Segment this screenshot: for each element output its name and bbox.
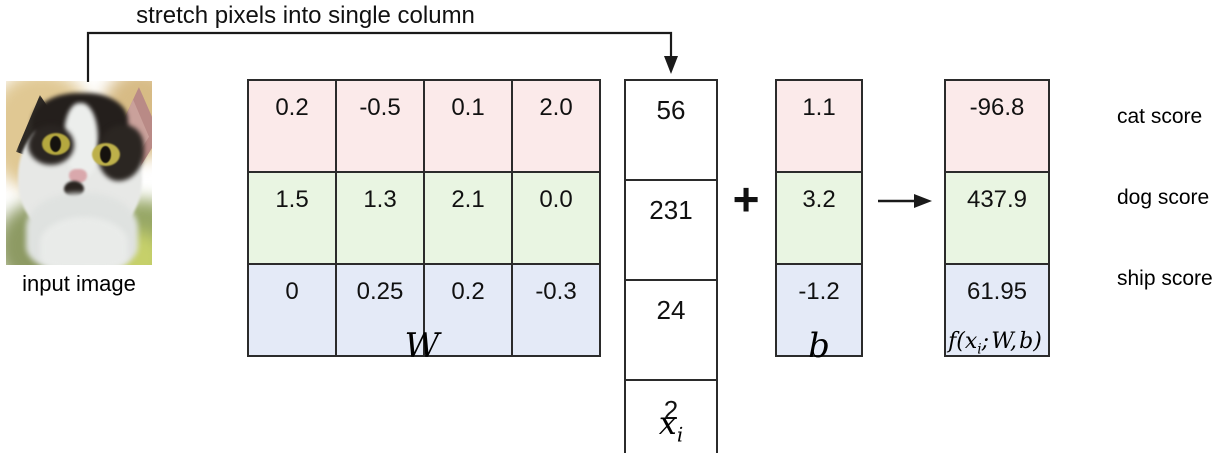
w-cell: 0 — [247, 263, 337, 357]
w-cell: 2.1 — [423, 171, 513, 265]
w-cell: 1.3 — [335, 171, 425, 265]
score-label-cat: cat score — [1117, 105, 1203, 128]
table-row: 3.2 — [775, 171, 863, 265]
f-symbol: f(xi; W, b) — [948, 329, 1042, 358]
table-row: 1.1 — [775, 79, 863, 173]
table-row: 0 0.25 0.2 -0.3 — [247, 263, 601, 357]
w-cell: -0.5 — [335, 79, 425, 173]
w-cell: 0.0 — [511, 171, 601, 265]
input-image-label: input image — [22, 271, 136, 296]
score-cell-ship: 61.95 — [944, 263, 1050, 357]
w-cell: 0.2 — [247, 79, 337, 173]
x-symbol: xi — [658, 404, 684, 447]
input-vector-label: xi — [624, 404, 718, 453]
w-symbol: W — [404, 326, 440, 366]
score-function-label: f(xi; W, b) — [930, 328, 1060, 363]
input-image — [6, 81, 152, 265]
score-cell-cat: -96.8 — [944, 79, 1050, 173]
w-cell: 0.1 — [423, 79, 513, 173]
diagram-title: stretch pixels into single column — [136, 2, 475, 29]
table-row: 24 — [624, 279, 718, 381]
bias-vector: 1.1 3.2 -1.2 — [775, 79, 863, 357]
table-row: 56 — [624, 79, 718, 181]
x-cell: 2 — [624, 379, 718, 453]
b-cell: 1.1 — [775, 79, 863, 173]
table-row: 231 — [624, 179, 718, 281]
scores-vector: -96.8 437.9 61.95 — [944, 79, 1050, 357]
table-row: 1.5 1.3 2.1 0.0 — [247, 171, 601, 265]
b-symbol: b — [808, 326, 830, 366]
x-cell: 56 — [624, 79, 718, 181]
w-cell: 0.2 — [423, 263, 513, 357]
score-label-dog: dog score — [1117, 186, 1210, 209]
score-cell-dog: 437.9 — [944, 171, 1050, 265]
b-cell: 3.2 — [775, 171, 863, 265]
w-cell: 1.5 — [247, 171, 337, 265]
score-label-ship: ship score — [1117, 267, 1213, 290]
x-cell: 24 — [624, 279, 718, 381]
w-cell: 2.0 — [511, 79, 601, 173]
weight-matrix-label: W — [247, 326, 597, 366]
table-row: -1.2 — [775, 263, 863, 357]
table-row: -96.8 — [944, 79, 1050, 173]
table-row: 437.9 — [944, 171, 1050, 265]
w-cell: 0.25 — [335, 263, 425, 357]
weight-matrix: 0.2 -0.5 0.1 2.0 1.5 1.3 2.1 0.0 0 0.25 … — [247, 79, 601, 357]
table-row: 0.2 -0.5 0.1 2.0 — [247, 79, 601, 173]
b-cell: -1.2 — [775, 263, 863, 357]
bias-vector-label: b — [775, 326, 863, 366]
input-vector: 56 231 24 2 — [624, 79, 718, 453]
plus-operator: + — [732, 173, 760, 225]
w-cell: -0.3 — [511, 263, 601, 357]
table-row: 2 — [624, 379, 718, 453]
table-row: 61.95 — [944, 263, 1050, 357]
x-cell: 231 — [624, 179, 718, 281]
